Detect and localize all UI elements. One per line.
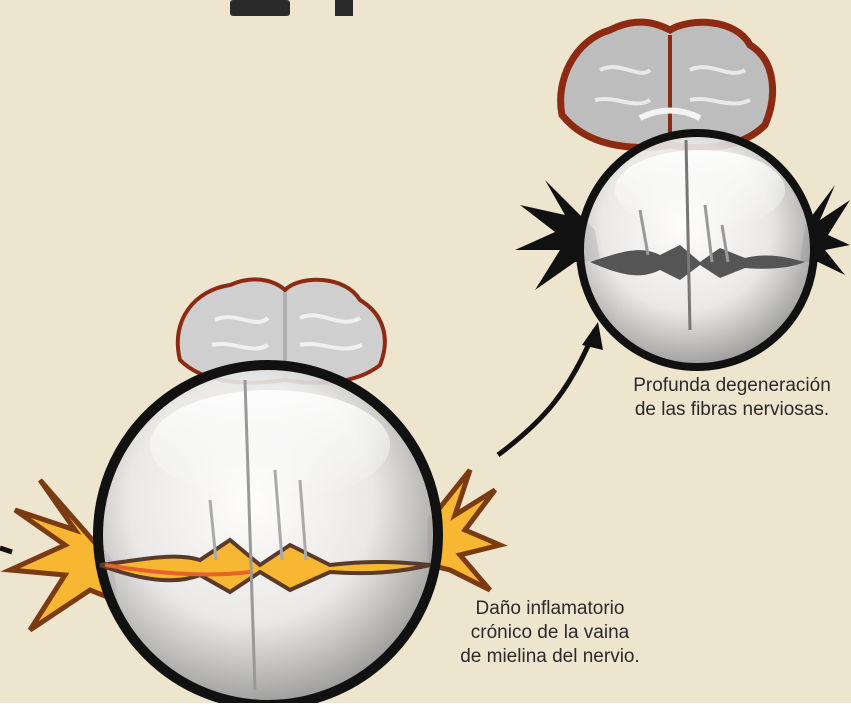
caption-line: de mielina del nervio. (440, 645, 660, 669)
bottom-border (0, 703, 851, 715)
caption-severe-degeneration: Profunda degeneración de las fibras nerv… (612, 374, 851, 422)
caption-line: de las fibras nerviosas. (612, 398, 851, 422)
caption-line: crónico de la vaina (440, 621, 660, 645)
lens-chronic (98, 365, 438, 705)
arrow-into-chronic (0, 548, 12, 552)
brain-severe (561, 22, 773, 148)
lens-severe (580, 133, 814, 367)
arrow-chronic-to-severe (498, 322, 603, 455)
title-fragment (230, 0, 353, 16)
caption-chronic-damage: Daño inflamatorio crónico de la vaina de… (440, 597, 660, 669)
caption-line: Daño inflamatorio (440, 597, 660, 621)
caption-line: Profunda degeneración (612, 374, 851, 398)
